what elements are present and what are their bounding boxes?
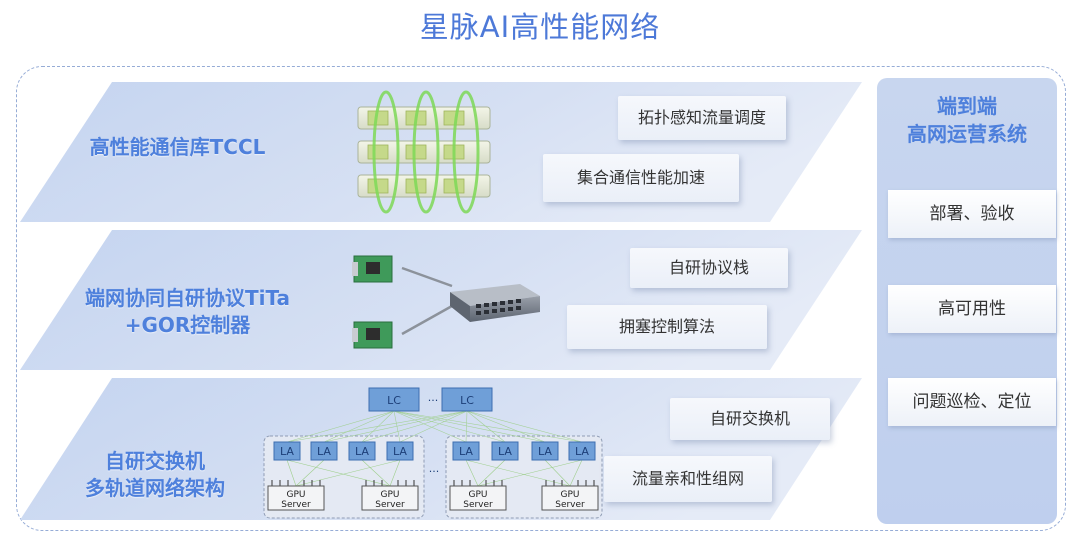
server-label-line1: GPU	[287, 490, 306, 500]
leaf-node	[386, 441, 414, 461]
leaf-node	[273, 441, 301, 461]
feature-affinity-networking: 流量亲和性组网	[604, 456, 772, 502]
server-label-line1: GPU	[561, 490, 580, 500]
multi-rail-topology: LC ... LC LA LA LA LA LA LA LA LA ...	[263, 387, 603, 519]
outer-dashed-frame	[16, 66, 1066, 531]
gpu-server-4	[541, 480, 599, 511]
leaf-node-label: LA	[355, 445, 369, 458]
spine-node-2	[441, 387, 493, 412]
feature-in-house-switch: 自研交换机	[670, 398, 830, 440]
ops-item-inspection-locating: 问题巡检、定位	[888, 378, 1056, 426]
server-label-line2: Server	[463, 500, 493, 510]
feature-congestion-control: 拥塞控制算法	[567, 305, 767, 349]
leaf-node	[568, 441, 596, 461]
layer-title-line: 高性能通信库TCCL	[89, 135, 266, 159]
feature-topology-aware-scheduling: 拓扑感知流量调度	[618, 96, 786, 140]
leaf-node-label: LA	[538, 445, 552, 458]
nic-card-bottom	[352, 321, 393, 349]
layer-title-protocol: 端网协同自研协议TiTa +GOR控制器	[45, 285, 330, 339]
gpu-server-3	[449, 480, 507, 511]
feature-collective-comm-acceleration: 集合通信性能加速	[543, 154, 739, 202]
layer-title-line: 自研交换机	[105, 449, 205, 473]
leaf-node-label: LA	[393, 445, 407, 458]
leaf-node	[348, 441, 376, 461]
leaf-node-label: LA	[575, 445, 589, 458]
spine-node-1	[368, 387, 420, 412]
nic-switch-illustration	[352, 255, 540, 349]
gpu-server-1	[267, 480, 325, 511]
server-label-line1: GPU	[381, 490, 400, 500]
gpu-grid-illustration	[357, 90, 491, 214]
spine-ellipsis: ...	[428, 391, 439, 404]
layer-title-line: 端网协同自研协议TiTa	[84, 286, 291, 310]
server-label-line1: GPU	[469, 490, 488, 500]
leaf-node-label: LA	[498, 445, 512, 458]
ops-system-title: 端到端 高网运营系统	[877, 92, 1057, 148]
server-label-line2: Server	[375, 500, 405, 510]
ops-title-line: 高网运营系统	[907, 122, 1027, 146]
leaf-node	[491, 441, 519, 461]
leaf-node	[310, 441, 338, 461]
ops-item-deploy-acceptance: 部署、验收	[888, 190, 1056, 238]
leaf-node	[531, 441, 559, 461]
leaf-node-label: LA	[459, 445, 473, 458]
leaf-node	[452, 441, 480, 461]
gpu-server-2	[361, 480, 419, 511]
pod-ellipsis: ...	[429, 462, 440, 475]
layer-title-line: 多轨道网络架构	[85, 476, 225, 500]
leaf-node-label: LA	[280, 445, 294, 458]
network-switch-device	[450, 284, 540, 322]
layer-title-line: +GOR控制器	[124, 313, 251, 337]
layer-title-switch: 自研交换机 多轨道网络架构	[30, 448, 280, 502]
server-label-line2: Server	[555, 500, 585, 510]
feature-protocol-stack: 自研协议栈	[630, 248, 788, 288]
page-title: 星脉AI高性能网络	[419, 10, 661, 44]
ops-title-line: 端到端	[937, 94, 997, 118]
server-label-line2: Server	[281, 500, 311, 510]
nic-card-top	[352, 255, 393, 283]
ops-item-high-availability: 高可用性	[888, 285, 1056, 333]
spine-node-1-label: LC	[387, 394, 401, 407]
leaf-node-label: LA	[317, 445, 331, 458]
spine-node-2-label: LC	[460, 394, 474, 407]
layer-title-tccl: 高性能通信库TCCL	[55, 134, 300, 161]
